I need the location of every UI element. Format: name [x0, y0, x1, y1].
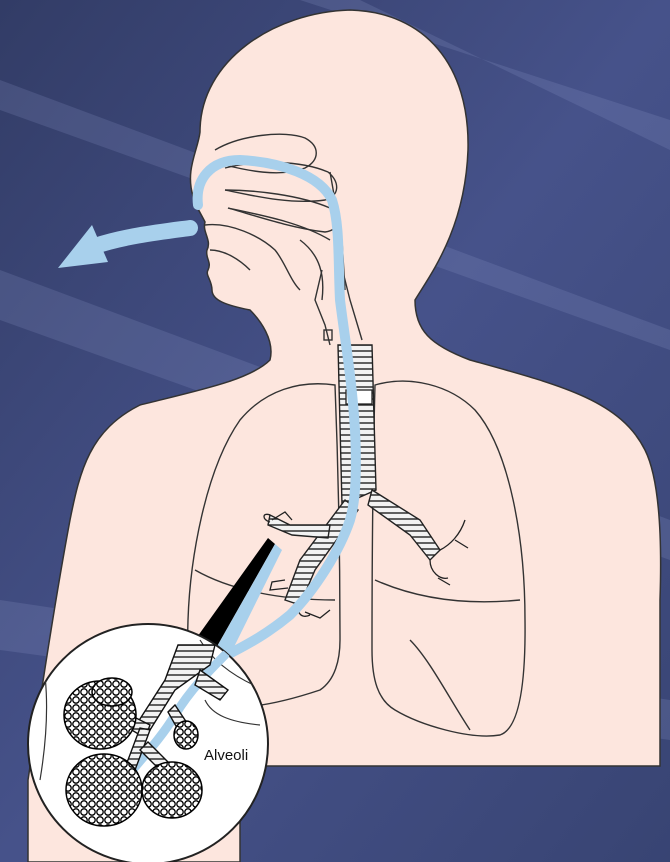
- alveoli-label: Alveoli: [204, 747, 248, 764]
